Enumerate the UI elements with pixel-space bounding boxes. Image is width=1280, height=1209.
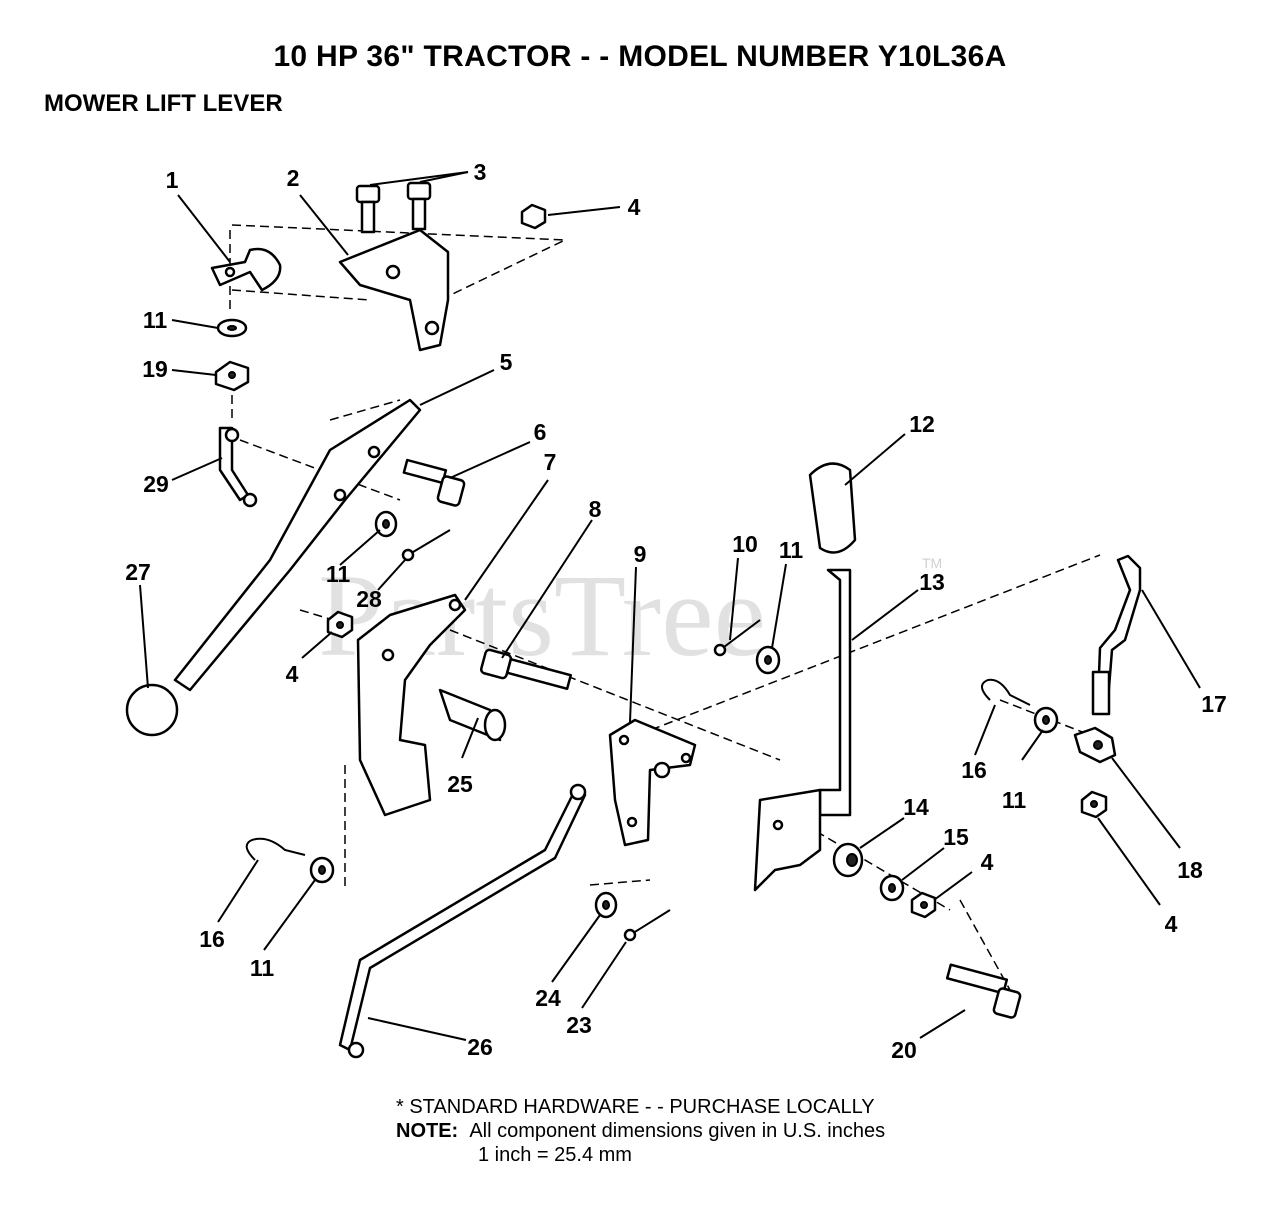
assembly-lines bbox=[229, 224, 1101, 991]
footnote-conversion: 1 inch = 25.4 mm bbox=[478, 1144, 632, 1166]
callout-9: 9 bbox=[634, 541, 647, 567]
footnote-standard-hardware: * STANDARD HARDWARE - - PURCHASE LOCALLY bbox=[396, 1096, 875, 1118]
part-4-nut-right bbox=[1080, 790, 1108, 819]
part-15-washer bbox=[879, 874, 905, 902]
part-1-clip bbox=[210, 247, 282, 292]
callout-25: 25 bbox=[447, 771, 473, 797]
part-14-bushing bbox=[832, 842, 864, 878]
callout-24: 24 bbox=[535, 985, 561, 1011]
footnote: * STANDARD HARDWARE - - PURCHASE LOCALLY… bbox=[396, 1095, 885, 1167]
part-16-hairpin-right bbox=[981, 678, 1031, 706]
callout-7: 7 bbox=[544, 449, 557, 475]
leader-lines bbox=[139, 171, 1201, 1041]
part-17-adjust-rod bbox=[1091, 554, 1142, 716]
callout-2: 2 bbox=[287, 165, 300, 191]
callout-14: 14 bbox=[903, 794, 929, 820]
part-4-nut-left bbox=[326, 610, 354, 639]
callout-1: 1 bbox=[166, 167, 179, 193]
callout-8: 8 bbox=[589, 496, 602, 522]
part-13-lever bbox=[753, 568, 852, 892]
part-23-pin bbox=[623, 909, 671, 942]
callout-16-left: 16 bbox=[199, 926, 225, 952]
callout-17: 17 bbox=[1201, 691, 1227, 717]
callout-28: 28 bbox=[356, 586, 382, 612]
callout-19: 19 bbox=[142, 356, 168, 382]
part-27-knob bbox=[125, 683, 179, 737]
callout-27: 27 bbox=[125, 559, 151, 585]
part-10-pin bbox=[713, 619, 761, 657]
callout-11-top: 11 bbox=[143, 307, 168, 333]
callout-16-right: 16 bbox=[961, 757, 987, 783]
callout-13: 13 bbox=[919, 569, 945, 595]
part-2-bracket bbox=[338, 228, 450, 352]
part-4-nut-15 bbox=[910, 891, 937, 919]
watermark-trademark: TM bbox=[922, 555, 942, 571]
part-28-pin bbox=[401, 529, 451, 562]
callout-4-right: 4 bbox=[1165, 911, 1178, 937]
part-24-washer bbox=[594, 891, 618, 919]
part-6-bolt bbox=[402, 458, 466, 507]
part-19-nut bbox=[214, 360, 250, 392]
callout-numbers: 1 2 3 4 11 19 5 6 29 7 8 12 9 10 11 13 2… bbox=[125, 159, 1227, 1063]
part-26-link-rod bbox=[338, 783, 587, 1059]
callout-20: 20 bbox=[891, 1037, 917, 1063]
note-label: NOTE: bbox=[396, 1120, 459, 1142]
part-11-washer-right bbox=[1033, 706, 1059, 734]
page-title: 10 HP 36" TRACTOR - - MODEL NUMBER Y10L3… bbox=[273, 40, 1007, 73]
part-25-spacer bbox=[438, 688, 507, 742]
callout-11-left: 11 bbox=[250, 955, 275, 981]
callout-23: 23 bbox=[566, 1012, 592, 1038]
callout-3: 3 bbox=[474, 159, 487, 185]
note-dimensions: All component dimensions given in U.S. i… bbox=[469, 1120, 886, 1142]
part-11-washer-top bbox=[216, 318, 248, 338]
callout-4-top: 4 bbox=[628, 194, 641, 220]
footnote-note: NOTE: All component dimensions given in … bbox=[396, 1119, 885, 1143]
callout-11-right: 11 bbox=[1002, 787, 1027, 813]
callout-29: 29 bbox=[143, 471, 169, 497]
section-subtitle: MOWER LIFT LEVER bbox=[44, 90, 283, 117]
part-18-trunnion bbox=[1073, 726, 1117, 764]
callout-6: 6 bbox=[534, 419, 547, 445]
part-3-bolts bbox=[355, 181, 432, 234]
part-29-rod bbox=[218, 426, 258, 508]
callout-12: 12 bbox=[909, 411, 935, 437]
part-11-washer-mid bbox=[374, 510, 398, 538]
part-20-bolt bbox=[945, 963, 1022, 1019]
part-11-washer-10 bbox=[755, 645, 781, 675]
callout-5: 5 bbox=[500, 349, 513, 375]
callout-11-10: 11 bbox=[779, 537, 804, 563]
part-7-lever-plate bbox=[356, 593, 467, 817]
callout-26: 26 bbox=[467, 1034, 493, 1060]
part-9-pivot-plate bbox=[608, 718, 697, 847]
part-16-hairpin-left bbox=[245, 837, 306, 861]
part-12-handle-grip bbox=[808, 462, 857, 554]
callout-4-left: 4 bbox=[286, 661, 299, 687]
part-4-nut-top bbox=[520, 203, 547, 230]
callout-4-mid: 4 bbox=[981, 849, 994, 875]
part-11-washer-left bbox=[309, 856, 335, 884]
callout-10: 10 bbox=[732, 531, 758, 557]
callout-18: 18 bbox=[1177, 857, 1203, 883]
callout-15: 15 bbox=[943, 824, 969, 850]
part-5-lift-link bbox=[173, 398, 422, 692]
callout-11-mid: 11 bbox=[326, 561, 351, 587]
